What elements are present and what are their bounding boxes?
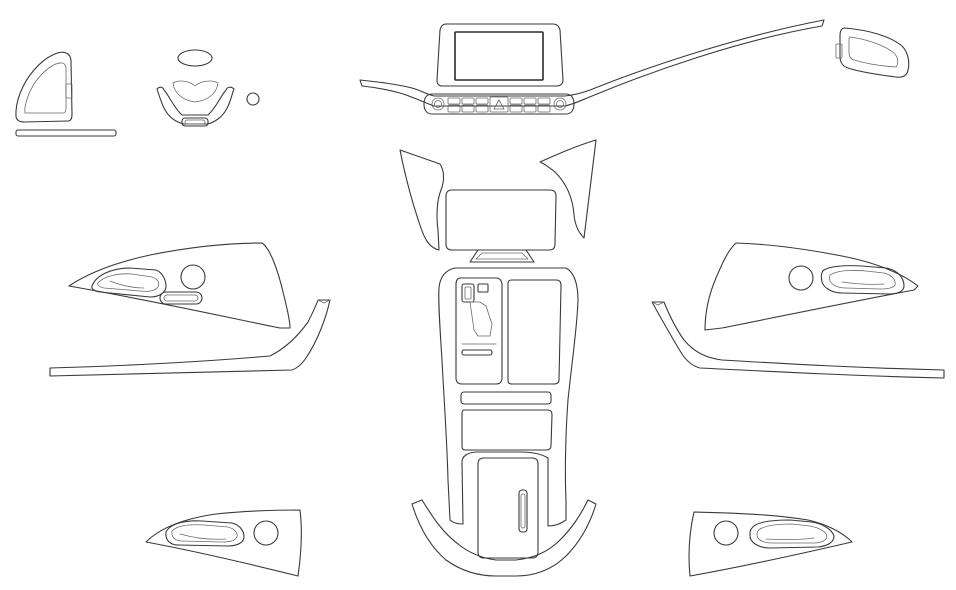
rear-right-door-panel bbox=[688, 511, 853, 577]
center-dash-strip bbox=[359, 19, 825, 115]
upper-console-display-frame bbox=[445, 189, 557, 263]
right-dash-vent-trim bbox=[835, 27, 910, 78]
rear-left-door-panel bbox=[145, 509, 302, 577]
right-door-strip bbox=[651, 301, 945, 379]
front-left-door-panel bbox=[68, 242, 291, 329]
left-dash-vent-trim bbox=[15, 51, 73, 123]
left-door-strip bbox=[49, 299, 331, 377]
left-dash-strip bbox=[15, 129, 117, 137]
center-screen-bezel bbox=[436, 23, 564, 87]
right-console-side-panel bbox=[539, 139, 597, 239]
start-button-ring bbox=[246, 92, 260, 106]
steering-emblem-oval bbox=[177, 49, 213, 67]
steering-wheel-lower-trim bbox=[156, 80, 235, 127]
front-right-door-panel bbox=[704, 242, 919, 331]
center-console bbox=[411, 267, 597, 577]
left-console-side-panel bbox=[399, 149, 445, 251]
